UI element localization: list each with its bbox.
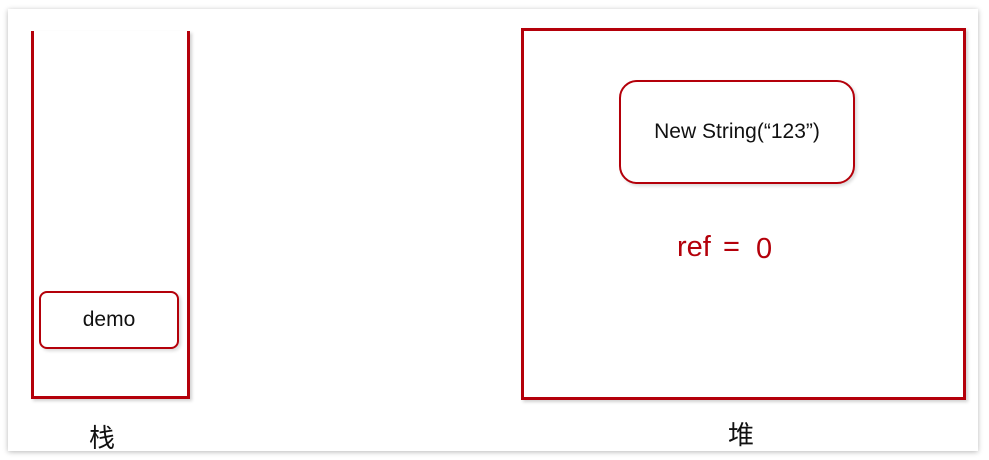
ref-count-equals: =: [723, 231, 740, 263]
stack-container: [31, 31, 190, 399]
stack-variable-demo: demo: [39, 291, 179, 349]
heap-caption: 堆: [728, 421, 755, 451]
stack-caption: 栈: [89, 424, 116, 454]
stack-variable-label: demo: [82, 308, 136, 331]
diagram-frame: [8, 9, 978, 451]
ref-count-label: ref: [677, 231, 711, 263]
heap-container: [521, 28, 966, 400]
ref-count-value: 0: [756, 233, 773, 265]
heap-object-string: New String(“123”): [619, 80, 855, 184]
heap-object-label: New String(“123”): [654, 120, 820, 143]
